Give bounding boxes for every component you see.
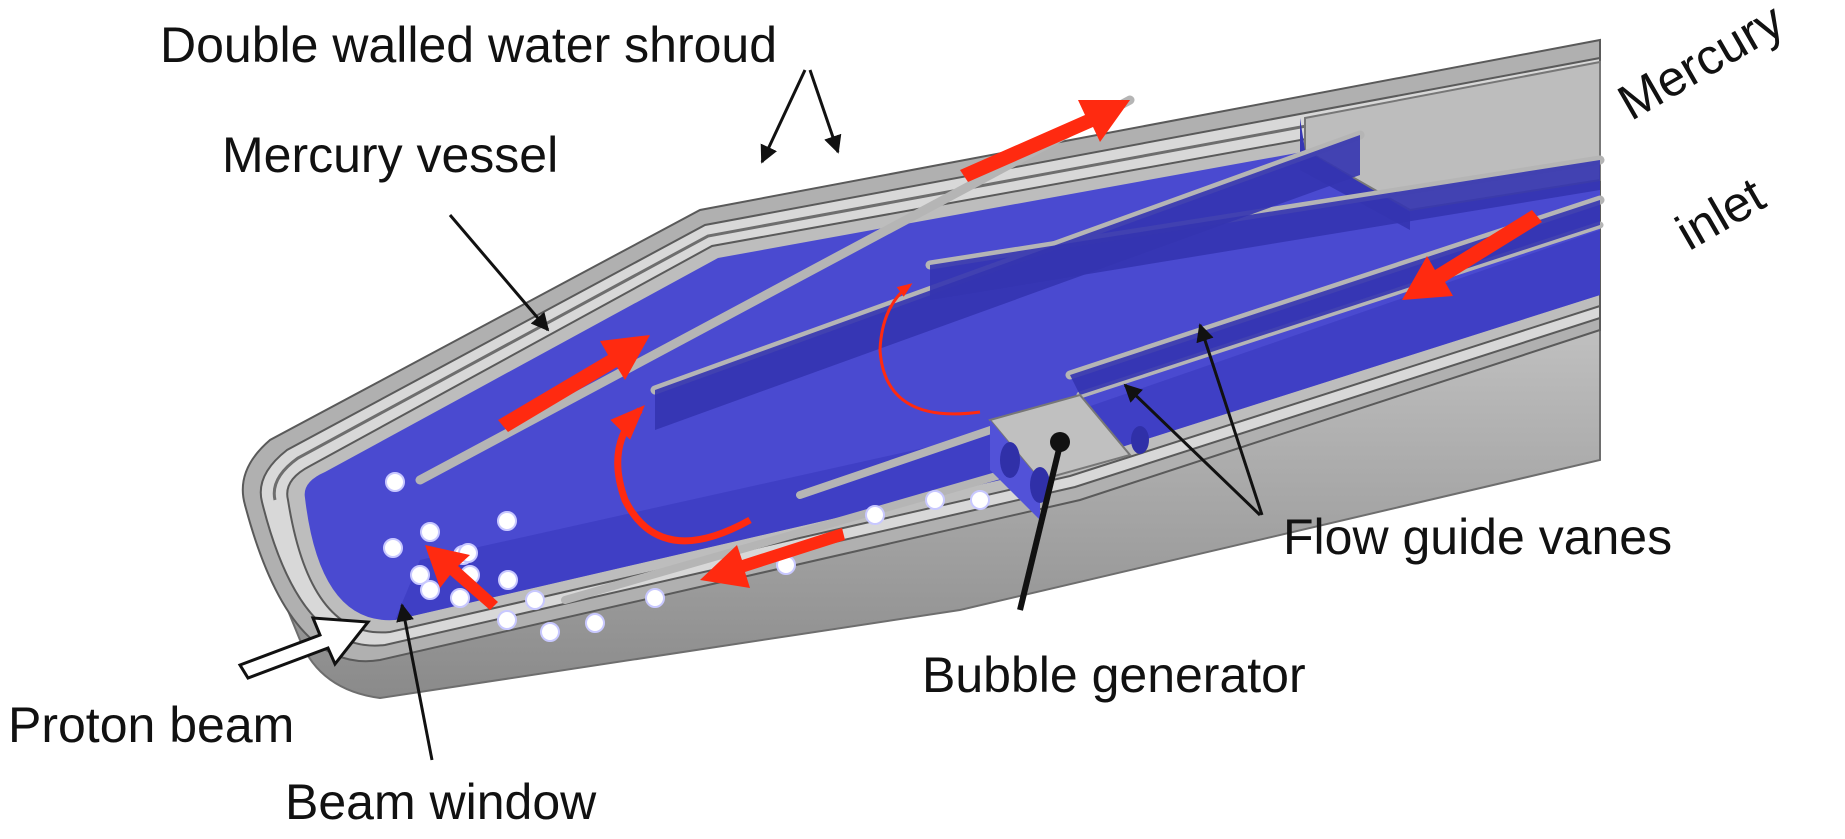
bubble-generator-nozzle-1: [1000, 442, 1020, 478]
swirl-arrow-large: [610, 405, 752, 545]
leader-mercury-vessel: [448, 214, 550, 332]
swirl-arrow-small: [878, 283, 981, 416]
vane-wall-middle: [930, 160, 1600, 300]
vane-upper-outer: [415, 95, 1135, 485]
flow-arrow-left: [498, 335, 650, 432]
flow-arrow-window: [425, 545, 498, 610]
shroud-gap-line: [272, 70, 1601, 501]
proton-beam-arrow: [237, 616, 371, 680]
leader-bubble-generator: [1017, 444, 1063, 611]
bubble-generator-marker: [1050, 432, 1070, 452]
label-mercury-vessel: Mercury vessel: [222, 127, 559, 183]
label-proton-beam: Proton beam: [8, 697, 295, 753]
label-beam-window: Beam window: [285, 774, 597, 830]
vane-lower: [796, 416, 1024, 499]
vane-wall-right: [1070, 200, 1600, 395]
leader-vane-2: [1196, 323, 1264, 516]
label-double-walled-water-shroud: Double walled water shroud: [160, 17, 778, 73]
leader-lines: [396, 69, 1264, 761]
leader-beam-window: [396, 603, 434, 761]
leader-vane-1: [1123, 383, 1262, 517]
flow-arrows: [425, 100, 1542, 610]
leader-shroud-2: [808, 69, 842, 154]
leader-shroud-1: [760, 69, 807, 164]
flow-arrow-upper: [960, 100, 1130, 182]
bubble-generator-nozzle-2: [1030, 467, 1050, 503]
flow-arrow-bottom: [700, 528, 845, 588]
label-bubble-generator: Bubble generator: [922, 647, 1306, 703]
bubbles: [383, 472, 990, 642]
bubble-generator-block: [988, 393, 1149, 520]
label-flow-guide-vanes: Flow guide vanes: [1283, 509, 1673, 565]
flow-arrow-inlet: [1402, 210, 1542, 300]
vane-walls: [655, 135, 1600, 430]
bubble-generator-nozzle-3: [1131, 426, 1149, 454]
vessel-floor-shade: [395, 230, 1600, 620]
